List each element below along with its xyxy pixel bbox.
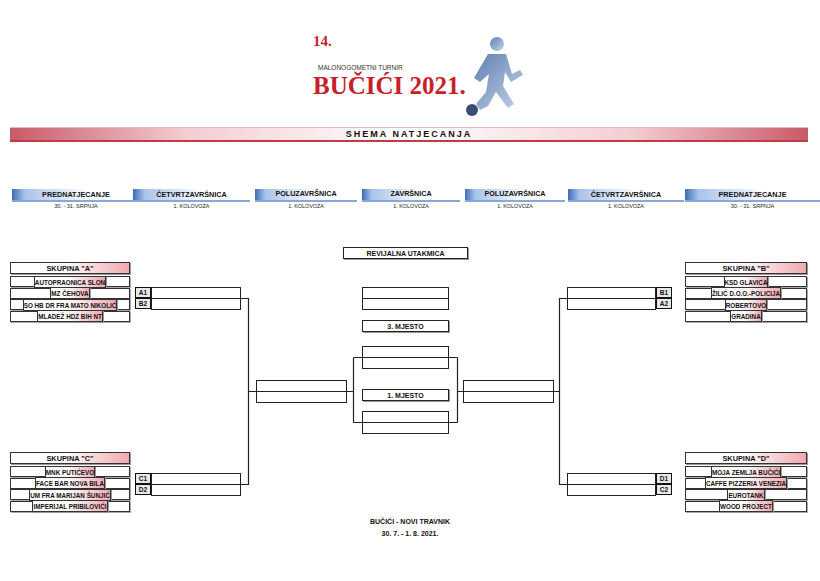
team-row: ŽILIĆ D.O.O.-POLICIJA — [685, 288, 807, 299]
round-date: 1. KOLOVOZA — [465, 202, 565, 211]
node-text: ČETVRTZAVRŠNICA — [133, 189, 250, 202]
node-text: D2 — [139, 486, 147, 493]
footer-date: 30. 7. - 1. 8. 2021. — [382, 530, 439, 537]
node-text: ŽILIĆ D.O.O.-POLICIJA — [711, 287, 781, 299]
seed-label: B2 — [135, 298, 151, 309]
seed-label: B1 — [656, 287, 672, 298]
node-text: SKUPINA "D" — [685, 452, 807, 464]
group-box: SKUPINA "B" KSD GLAVICAŽILIĆ D.O.O.-POLIC… — [685, 262, 807, 323]
seed-label: D1 — [656, 473, 672, 484]
team-row: SO HB DR FRA MATO NIKOLIĆ — [10, 299, 130, 310]
node-text: WOOD PROJECT — [719, 500, 773, 512]
round-header: POLUZAVRŠNICA1. KOLOVOZA — [465, 189, 565, 211]
node-text: C2 — [660, 486, 668, 493]
footer-place: BUČIĆI - NOVI TRAVNIK — [370, 518, 450, 525]
team-row: MZ ČEHOVA — [10, 288, 130, 299]
logo-subtitle: MALONOGOMETNI TURNIR — [318, 64, 403, 71]
placement-box: 3. MJESTO — [362, 320, 449, 332]
round-date: 1. KOLOVOZA — [568, 202, 684, 211]
node-text: POLUZAVRŠNICA — [465, 189, 565, 202]
section-band: SHEMA NATJECANJA — [10, 127, 808, 142]
round-header: POLUZAVRŠNICA1. KOLOVOZA — [255, 189, 357, 211]
node-text: CAFFE PIZZERIA VENEZIA — [705, 477, 787, 489]
round-date: 30. - 31. SRPNJA — [12, 202, 140, 211]
logo-number: 14. — [313, 33, 332, 50]
round-header: PREDNATJECANJE30. - 31. SRPNJA — [685, 189, 820, 211]
logo-title: BUČIĆI 2021. — [313, 72, 466, 100]
node-text: UM FRA MARIJAN ŠUNJIĆ — [29, 489, 111, 501]
node-text: SO HB DR FRA MATO NIKOLIĆ — [23, 299, 118, 311]
team-row: EUROTANK — [685, 489, 807, 500]
node-text: C1 — [139, 475, 147, 482]
node-text: SHEMA NATJECANJA — [346, 129, 473, 139]
team-row: GRADINA — [685, 311, 807, 322]
team-row: CAFFE PIZZERIA VENEZIA — [685, 478, 807, 489]
seed-label: C1 — [135, 473, 151, 484]
round-date: 1. KOLOVOZA — [255, 202, 357, 211]
node-text: EUROTANK — [727, 489, 764, 501]
node-text: ROBERTOVO — [725, 299, 767, 311]
round-date: 1. KOLOVOZA — [133, 202, 250, 211]
round-header: ZAVRŠNICA1. KOLOVOZA — [362, 189, 460, 211]
node-text: A1 — [139, 289, 147, 296]
node-text: D1 — [660, 475, 668, 482]
node-text: SKUPINA "A" — [10, 262, 130, 274]
node-text: ZAVRŠNICA — [362, 189, 460, 202]
group-box: SKUPINA "D" MOJA ZEMLJA BUČIĆICAFFE PIZZE… — [685, 452, 807, 513]
bracket-lines — [241, 299, 568, 485]
node-text: ČETVRTZAVRŠNICA — [568, 189, 684, 202]
node-text: MZ ČEHOVA — [50, 287, 89, 299]
node-text: B1 — [660, 289, 668, 296]
placement-box: 1. MJESTO — [362, 389, 449, 401]
team-row: MLADEŽ HDZ BIH NT — [10, 311, 130, 322]
match-slots — [152, 288, 656, 496]
match-box: REVIJALNA UTAKMICA — [343, 247, 468, 259]
node-text: POLUZAVRŠNICA — [255, 189, 357, 202]
node-text: MNK PUTIĆEVO — [45, 466, 95, 478]
node-text: B2 — [139, 300, 147, 307]
seed-label: C2 — [656, 484, 672, 495]
seed-label: A2 — [656, 298, 672, 309]
node-text: PREDNATJECANJE — [685, 189, 820, 202]
node-text: PREDNATJECANJE — [12, 189, 140, 202]
seed-label: A1 — [135, 287, 151, 298]
node-text: FACE BAR NOVA BILA — [35, 477, 105, 489]
team-row: ROBERTOVO — [685, 299, 807, 310]
node-text: REVIJALNA UTAKMICA — [366, 250, 444, 257]
node-text: AUTOPRAONICA SLON — [34, 276, 106, 288]
team-row: MOJA ZEMLJA BUČIĆI — [685, 466, 807, 477]
team-row: FACE BAR NOVA BILA — [10, 478, 130, 489]
group-box: SKUPINA "A" AUTOPRAONICA SLONMZ ČEHOVASO … — [10, 262, 130, 323]
node-text: A2 — [660, 300, 668, 307]
node-text: MLADEŽ HDZ BIH NT — [37, 310, 103, 322]
round-date: 1. KOLOVOZA — [362, 202, 460, 211]
seed-label: D2 — [135, 484, 151, 495]
team-row: WOOD PROJECT — [685, 501, 807, 512]
node-text: GRADINA — [730, 310, 761, 322]
node-text: SKUPINA "B" — [685, 262, 807, 274]
player-figure — [466, 37, 523, 116]
group-box: SKUPINA "C" MNK PUTIĆEVOFACE BAR NOVA BIL… — [10, 452, 130, 513]
team-row: MNK PUTIĆEVO — [10, 466, 130, 477]
node-text: SKUPINA "C" — [10, 452, 130, 464]
team-row: AUTOPRAONICA SLON — [10, 276, 130, 287]
round-header: ČETVRTZAVRŠNICA1. KOLOVOZA — [568, 189, 684, 211]
team-row: IMPERIJAL PRIBILOVIĆI — [10, 501, 130, 512]
round-date: 30. - 31. SRPNJA — [685, 202, 820, 211]
round-header: PREDNATJECANJE30. - 31. SRPNJA — [12, 189, 140, 211]
node-text: IMPERIJAL PRIBILOVIĆI — [32, 500, 107, 512]
team-row: KSD GLAVICA — [685, 276, 807, 287]
round-header: ČETVRTZAVRŠNICA1. KOLOVOZA — [133, 189, 250, 211]
node-text: KSD GLAVICA — [724, 276, 769, 288]
node-text: 3. MJESTO — [387, 323, 423, 330]
node-text: MOJA ZEMLJA BUČIĆI — [711, 466, 781, 478]
team-row: UM FRA MARIJAN ŠUNJIĆ — [10, 489, 130, 500]
node-text: 1. MJESTO — [387, 392, 423, 399]
